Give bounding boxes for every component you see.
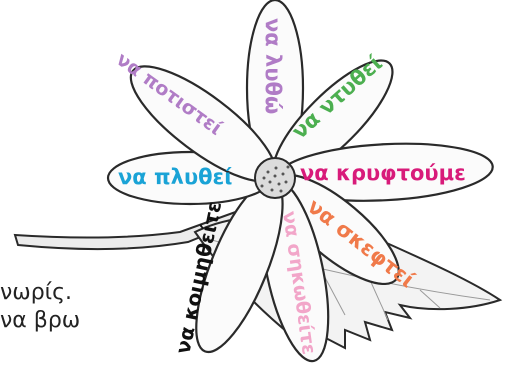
petal-word-3: να κρυφτούμε bbox=[300, 161, 466, 185]
side-text-line-1: νωρίς. bbox=[0, 280, 72, 305]
petal-word-1: να λυθώ bbox=[261, 18, 285, 114]
petal-word-7: να πλυθεί bbox=[118, 165, 232, 189]
side-text-line-2: να βρω bbox=[0, 308, 80, 333]
flower-center bbox=[255, 158, 295, 198]
